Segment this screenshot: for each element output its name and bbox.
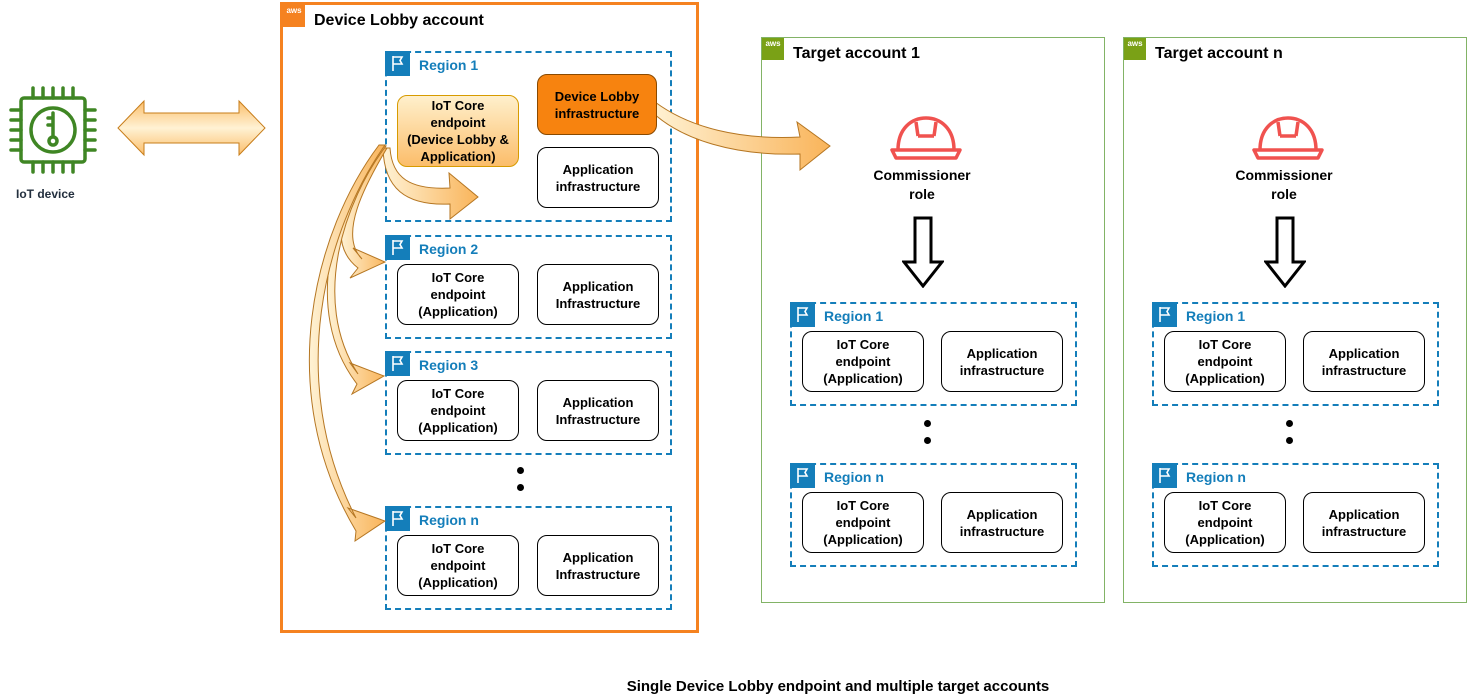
region-flag-icon xyxy=(790,463,815,488)
iot-core-endpoint: IoT Core endpoint (Application) xyxy=(397,264,519,325)
region-flag-icon xyxy=(1152,463,1177,488)
commissioner-role-label: Commissioner role xyxy=(1235,167,1333,202)
region-title: Region n xyxy=(824,469,884,485)
lobby-region-n: Region n xyxy=(385,506,672,610)
application-infrastructure: Application Infrastructure xyxy=(537,380,659,441)
helmet-icon xyxy=(1252,116,1324,160)
helmet-icon xyxy=(890,116,962,160)
target1-region-n: Region n xyxy=(790,463,1077,567)
region-flag-icon xyxy=(385,51,410,76)
lobby-region-3: Region 3 xyxy=(385,351,672,455)
application-infrastructure: Application Infrastructure xyxy=(537,264,659,325)
region-title: Region 1 xyxy=(1186,308,1246,324)
application-infrastructure: Application Infrastructure xyxy=(537,535,659,596)
region-flag-icon xyxy=(1152,302,1177,327)
ellipsis-dots xyxy=(517,467,525,501)
account-title: Target account n xyxy=(1155,45,1283,62)
iot-core-endpoint: IoT Core endpoint (Application) xyxy=(397,380,519,441)
iot-device xyxy=(8,85,98,175)
iot-device-label: IoT device xyxy=(16,187,75,201)
application-infrastructure: Application infrastructure xyxy=(1303,492,1425,553)
iot-core-endpoint-lobby: IoT Core endpoint (Device Lobby & Applic… xyxy=(397,95,519,167)
region-flag-icon xyxy=(790,302,815,327)
iot-core-endpoint: IoT Core endpoint (Application) xyxy=(1164,331,1286,392)
iot-core-endpoint: IoT Core endpoint (Application) xyxy=(1164,492,1286,553)
iot-core-endpoint: IoT Core endpoint (Application) xyxy=(397,535,519,596)
down-arrow-icon xyxy=(1264,216,1306,288)
target1-region-1: Region 1 xyxy=(790,302,1077,406)
iot-core-endpoint: IoT Core endpoint (Application) xyxy=(802,331,924,392)
region-title: Region n xyxy=(419,512,479,528)
iot-device-chip-icon xyxy=(9,86,97,174)
application-infrastructure: Application infrastructure xyxy=(941,331,1063,392)
account-title: Target account 1 xyxy=(793,45,920,62)
region-title: Region 1 xyxy=(419,57,479,73)
aws-logo-icon: aws xyxy=(1124,38,1146,60)
ellipsis-dots xyxy=(1286,420,1294,454)
diagram-caption: Single Device Lobby endpoint and multipl… xyxy=(626,678,1050,695)
region-title: Region 1 xyxy=(824,308,884,324)
region-flag-icon xyxy=(385,506,410,531)
targetn-region-1: Region 1 xyxy=(1152,302,1439,406)
device-lobby-infrastructure: Device Lobby infrastructure xyxy=(537,74,657,135)
application-infrastructure: Application infrastructure xyxy=(1303,331,1425,392)
region-title: Region 3 xyxy=(419,357,479,373)
bidirectional-arrow xyxy=(117,99,266,157)
region-flag-icon xyxy=(385,235,410,260)
application-infrastructure: Application infrastructure xyxy=(941,492,1063,553)
down-arrow-icon xyxy=(902,216,944,288)
lobby-region-1: Region 1 xyxy=(385,51,672,222)
account-title: Device Lobby account xyxy=(314,12,484,29)
region-flag-icon xyxy=(385,351,410,376)
targetn-region-n: Region n xyxy=(1152,463,1439,567)
aws-logo-icon: aws xyxy=(762,38,784,60)
region-title: Region 2 xyxy=(419,241,479,257)
ellipsis-dots xyxy=(924,420,932,454)
application-infrastructure: Application infrastructure xyxy=(537,147,659,208)
region-title: Region n xyxy=(1186,469,1246,485)
iot-core-endpoint: IoT Core endpoint (Application) xyxy=(802,492,924,553)
commissioner-role-label: Commissioner role xyxy=(873,167,971,202)
aws-logo-icon: aws xyxy=(283,5,305,27)
